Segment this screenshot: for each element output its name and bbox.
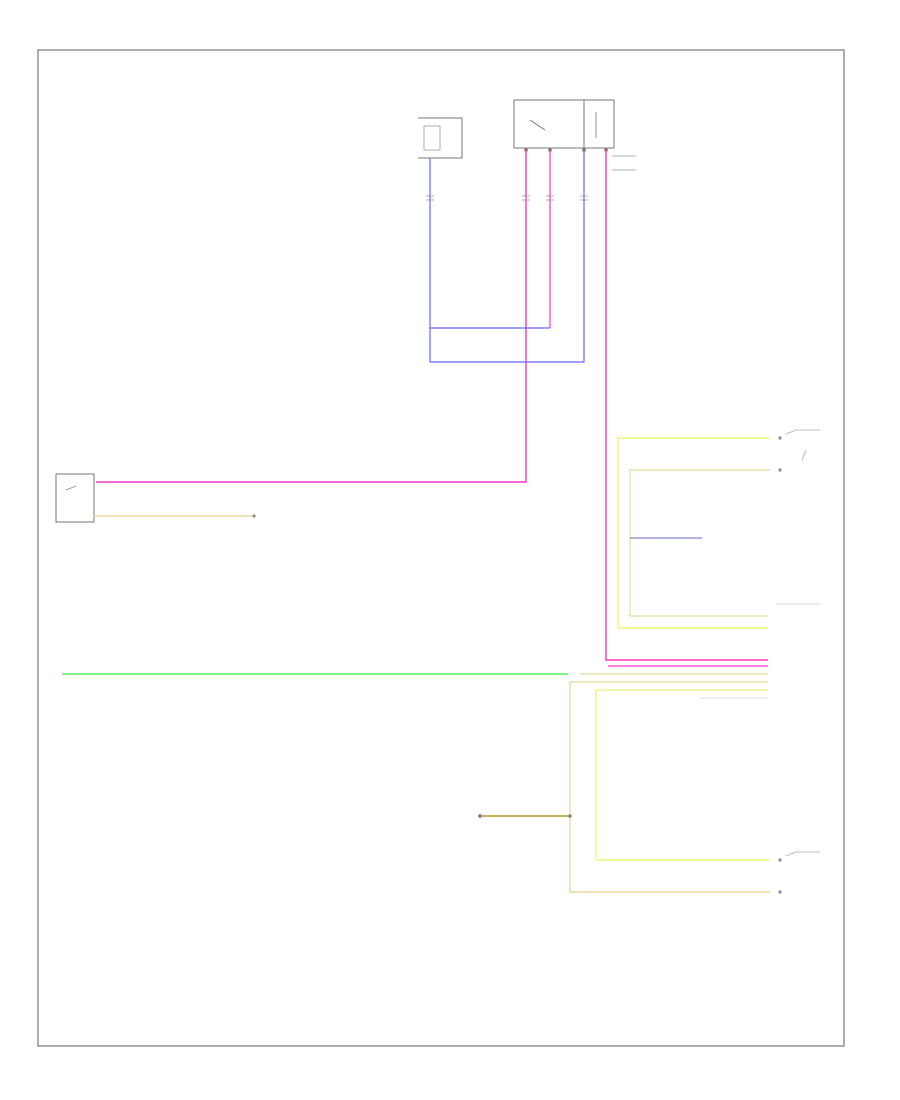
radar-sensor-bottom bbox=[778, 851, 820, 894]
wire-blue-fuse-relay-a bbox=[429, 158, 550, 329]
relay-module bbox=[513, 99, 615, 152]
control-module-rows bbox=[570, 665, 768, 699]
splice bbox=[568, 814, 572, 818]
wire-tan-top-inner bbox=[629, 469, 770, 617]
fuse-box bbox=[418, 117, 463, 159]
diagram-frame bbox=[37, 49, 845, 1047]
wire-yellow-lower bbox=[595, 690, 770, 861]
ground-ref bbox=[252, 514, 256, 518]
left-sensor bbox=[55, 473, 95, 523]
wire-pink-relay-left bbox=[96, 150, 527, 483]
radar-sensor-top bbox=[778, 429, 820, 472]
sensor-bottom-left bbox=[478, 814, 482, 818]
wire-yellow-top-outer bbox=[617, 437, 770, 629]
wire-blue-fuse-relay-b bbox=[429, 150, 585, 363]
wire-tan-lower bbox=[569, 682, 770, 893]
wire-pink-relay-control bbox=[605, 150, 768, 661]
